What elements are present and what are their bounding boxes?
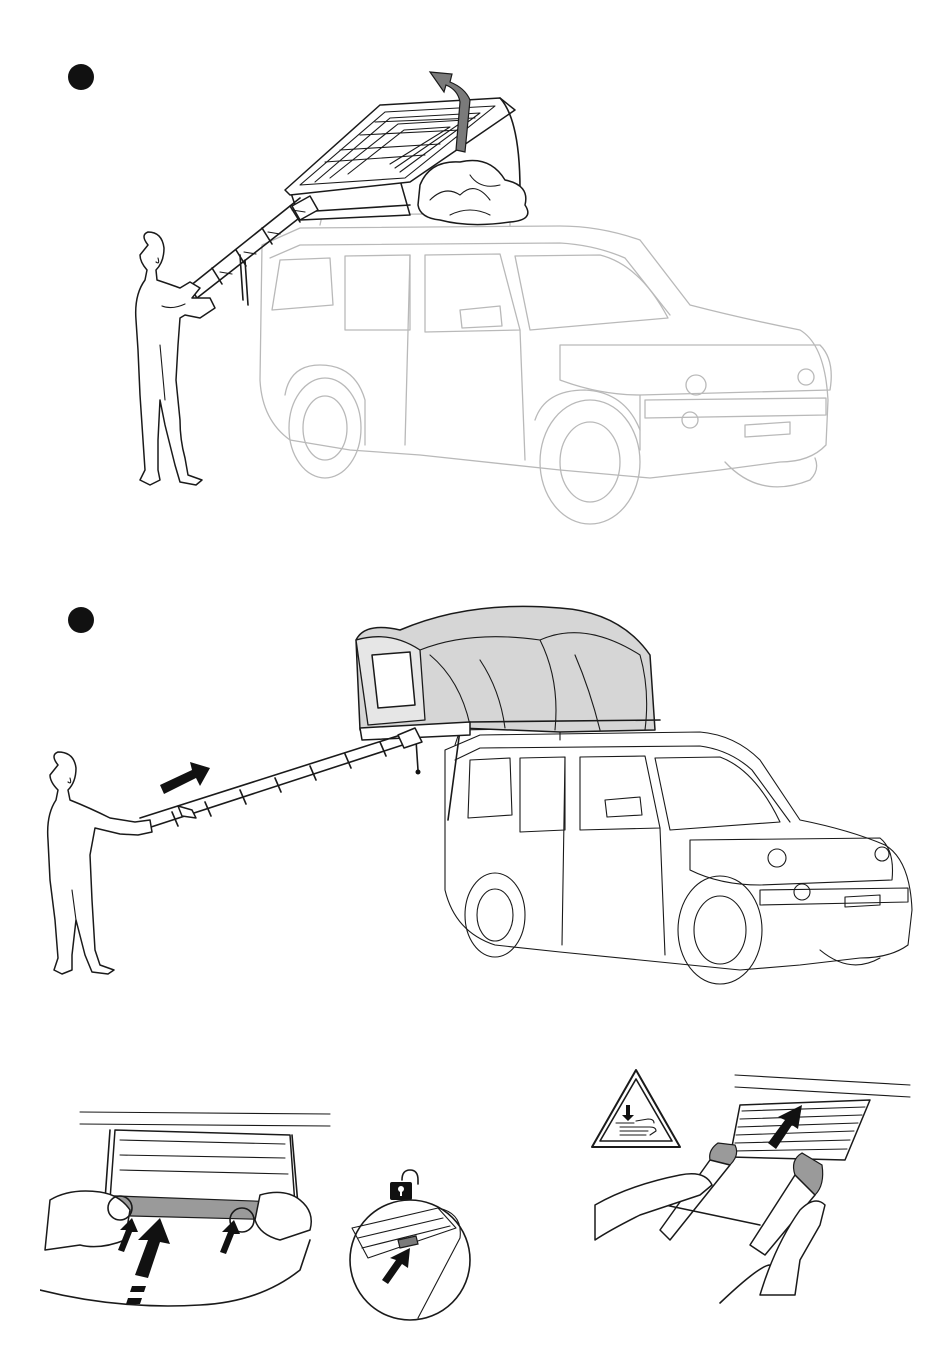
- telescopic-ladder: [185, 196, 318, 305]
- person-figure: [48, 752, 152, 974]
- unlock-button-detail: [338, 1168, 478, 1328]
- hand-pinch-warning-icon: [592, 1070, 680, 1147]
- unlocked-padlock-icon: [390, 1170, 418, 1200]
- step-2-illustration: [0, 560, 950, 1020]
- rooftop-tent-closed: [285, 98, 528, 225]
- step-1-illustration: [0, 0, 950, 540]
- extend-ladder-arrow: [160, 762, 210, 794]
- car-outline: [260, 214, 831, 524]
- car-outline: [445, 728, 912, 984]
- pinch-warning-detail: [590, 1065, 920, 1305]
- rooftop-tent-open: [356, 606, 660, 774]
- person-figure: [136, 232, 215, 485]
- ladder-release-detail: [40, 1100, 340, 1320]
